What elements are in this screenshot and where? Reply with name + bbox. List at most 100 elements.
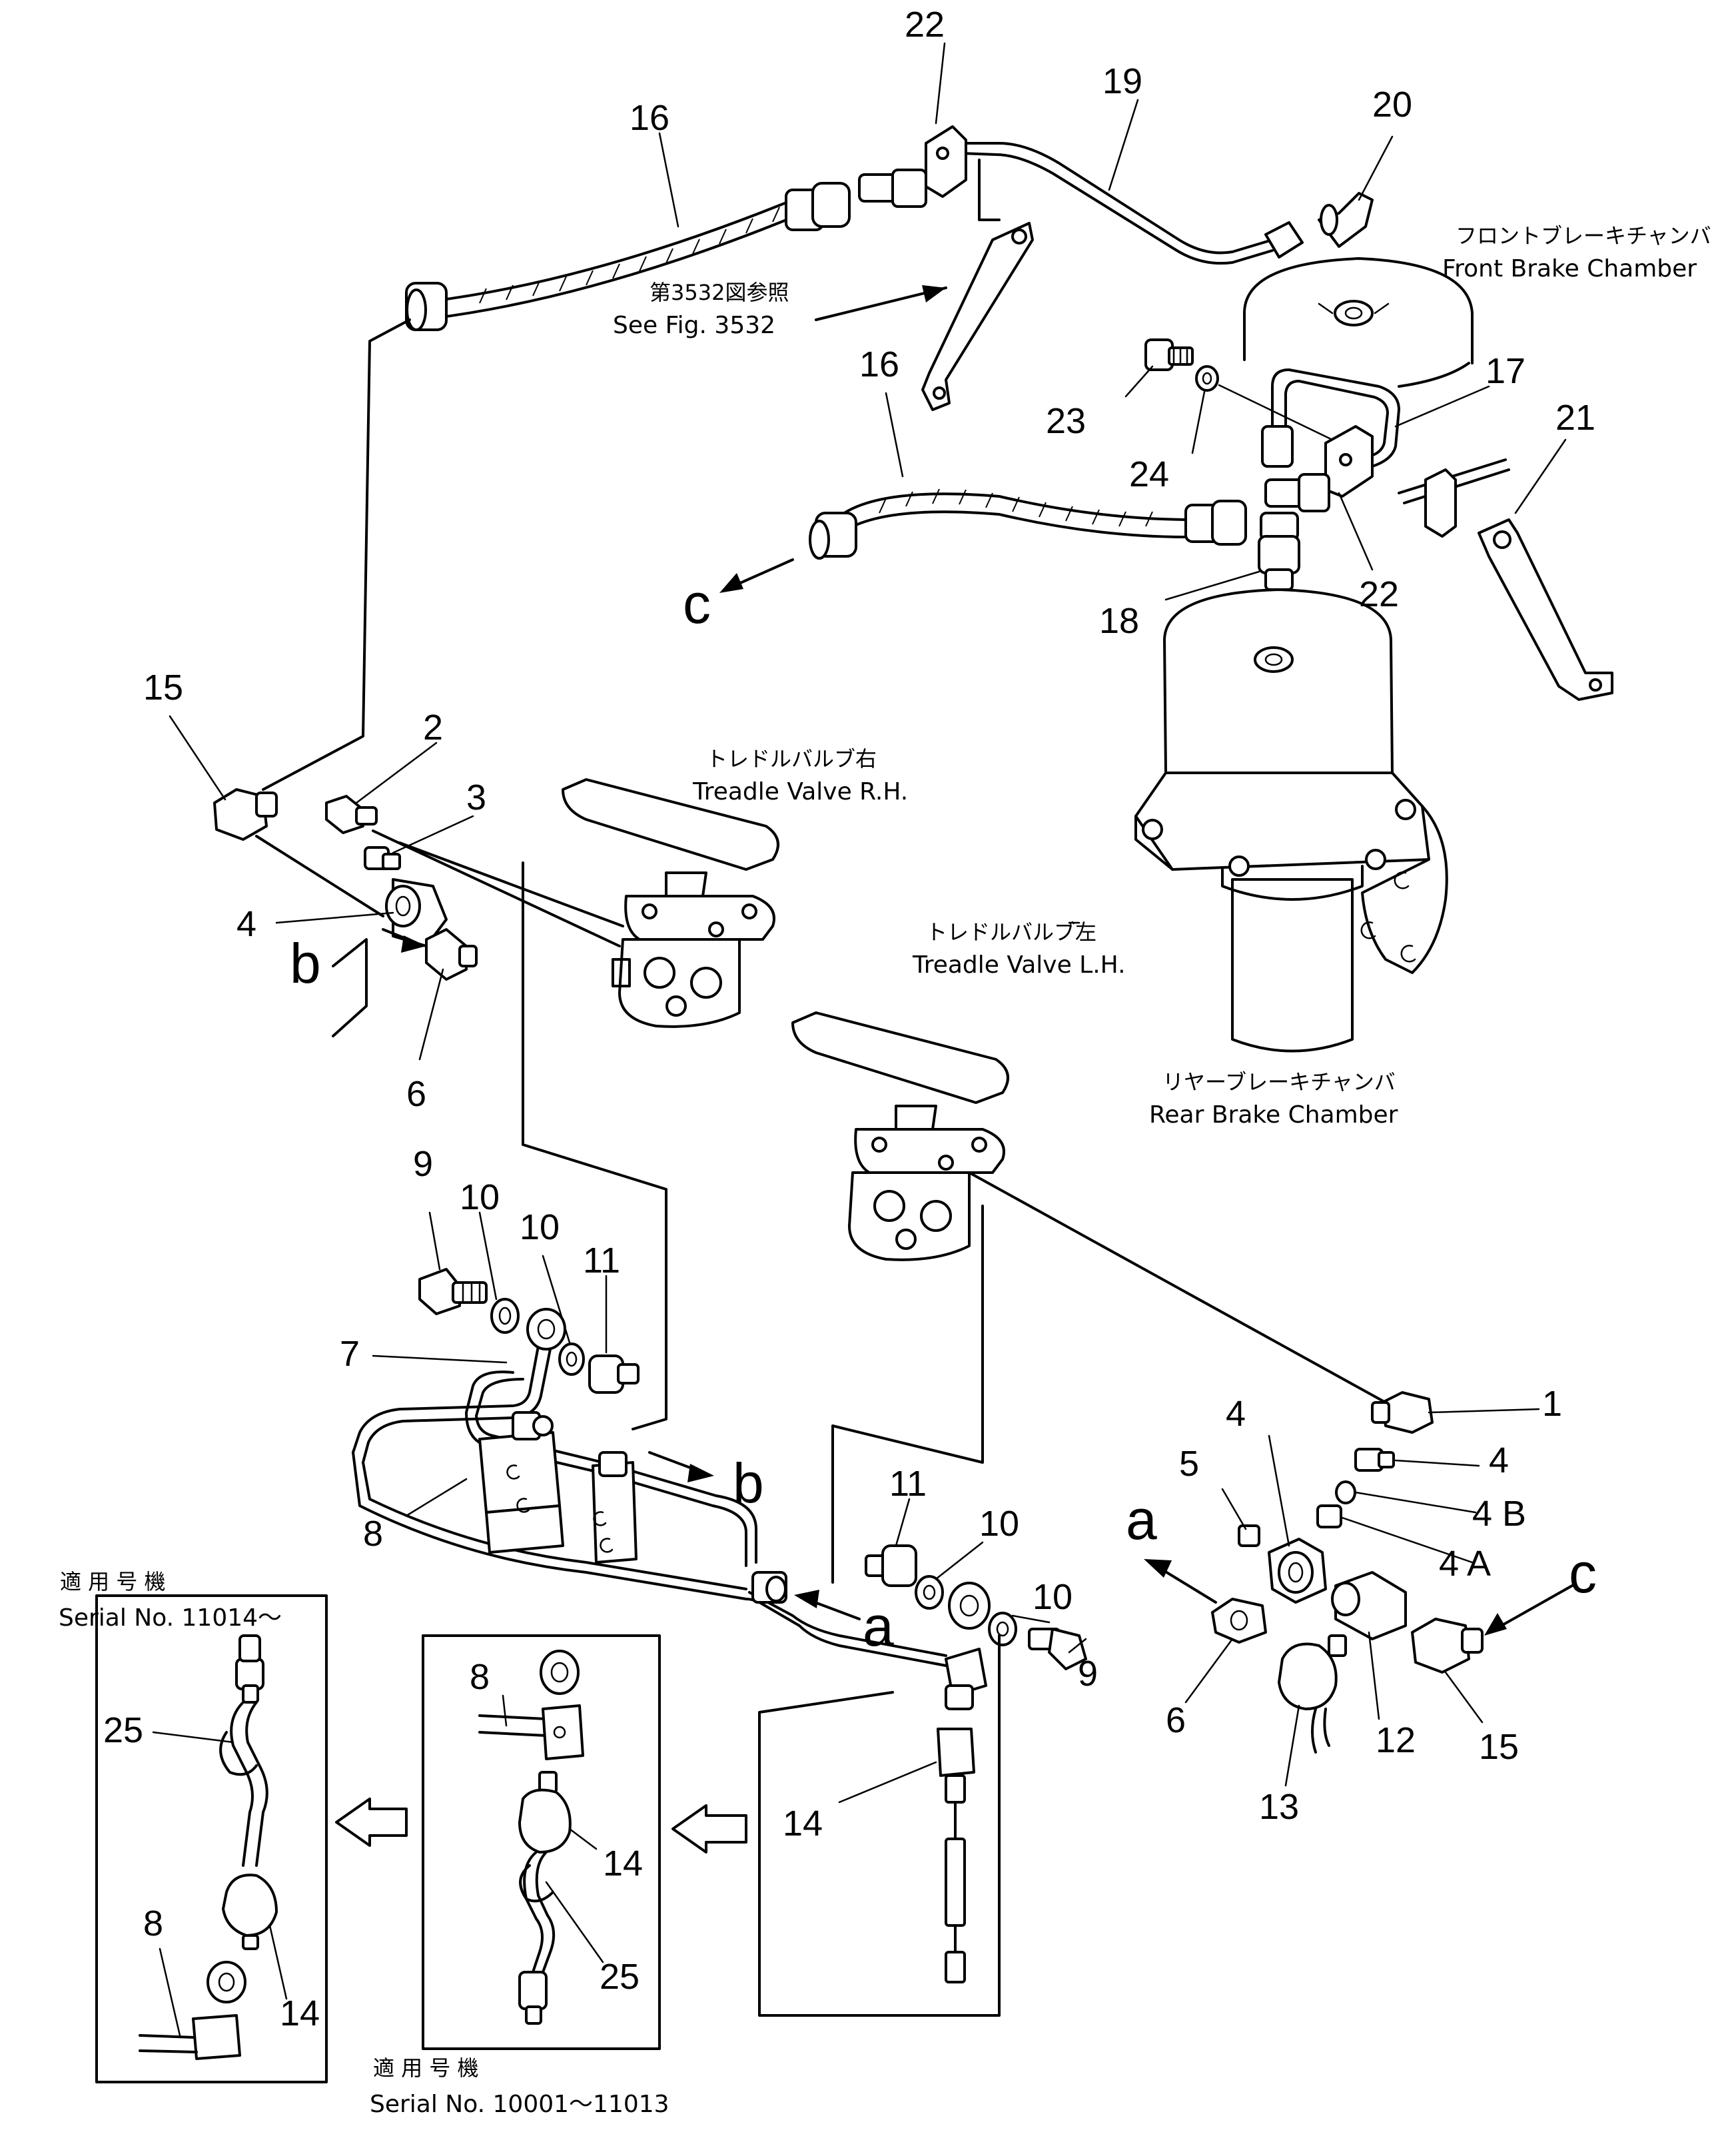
front-chamber-label-en: Front Brake Chamber <box>1442 255 1697 282</box>
inset-box-left <box>95 1594 328 2083</box>
leader-lines <box>152 42 1567 2037</box>
treadle-lh-label-en: Treadle Valve L.H. <box>912 951 1126 979</box>
callout-16-top: 16 <box>630 98 669 138</box>
treadle-lh-label-jp: トレドルバルブ左 <box>926 919 1096 945</box>
rear-brake-chamber <box>1134 588 1448 1053</box>
nut-4A <box>1316 1504 1342 1528</box>
callout-22-mid: 22 <box>1359 574 1399 614</box>
washer-10-a <box>490 1298 520 1334</box>
callout-4-right-a: 4 <box>1489 1440 1509 1480</box>
callout-8-left: 8 <box>143 1903 163 1943</box>
washer-10-c <box>915 1575 944 1610</box>
arrow-a-right-head <box>1144 1559 1172 1578</box>
text-labels: フロントブレーキチャンバ Front Brake Chamber 第3532図参… <box>59 223 1711 2118</box>
callout-4-right-b: 4 <box>1226 1394 1246 1434</box>
bolt-23 <box>1144 338 1194 371</box>
serial-left-label-jp: 適 用 号 機 <box>60 1569 166 1594</box>
line-24-to-22 <box>1218 384 1334 441</box>
bracket-b-upper <box>332 938 368 1037</box>
fitting-11-lower <box>865 1544 917 1587</box>
callout-17: 17 <box>1486 351 1525 391</box>
callout-4-left: 4 <box>236 904 256 944</box>
callout-numbers: 22 19 20 16 16 17 21 23 24 22 18 15 2 3 … <box>103 5 1595 2033</box>
callout-8-middle: 8 <box>470 1657 490 1697</box>
arrow-b-upper-head <box>401 935 426 953</box>
callout-23: 23 <box>1046 401 1086 441</box>
callout-6-right: 6 <box>1166 1700 1186 1740</box>
fitting-2-left <box>325 795 378 834</box>
callout-5: 5 <box>1179 1444 1199 1484</box>
arrow-c-lower <box>1494 1584 1573 1630</box>
treadle-valve-rh <box>562 778 779 1028</box>
callout-25-left: 25 <box>103 1710 143 1750</box>
rear-chamber-label-en: Rear Brake Chamber <box>1149 1101 1398 1129</box>
callout-14-left: 14 <box>280 1993 320 2033</box>
serial-middle-label-jp: 適 用 号 機 <box>373 2055 479 2081</box>
callout-19: 19 <box>1102 61 1142 101</box>
hose-16-lower <box>809 488 1247 560</box>
bolt-9-upper <box>418 1268 488 1315</box>
callout-10-d: 10 <box>1033 1577 1073 1617</box>
arrow-hollow-right <box>671 1804 747 1854</box>
callout-21: 21 <box>1555 398 1595 438</box>
line-15-to-16 <box>262 318 411 791</box>
callout-12: 12 <box>1376 1720 1416 1760</box>
support-bracket-3532 <box>921 222 1034 411</box>
block-12 <box>1331 1571 1407 1640</box>
fitting-6-right <box>1211 1598 1267 1644</box>
callout-9-bottom: 9 <box>1078 1654 1098 1694</box>
valve-4-right <box>1268 1538 1327 1604</box>
box-main-switch <box>758 1634 1001 2017</box>
connector-c-upper: c <box>683 572 711 635</box>
switch-14-main <box>937 1684 975 1983</box>
line-rh-valve <box>398 841 624 927</box>
callout-25-middle: 25 <box>600 1957 640 1997</box>
fitting-1 <box>1371 1391 1434 1434</box>
hose-16-upper <box>405 182 851 331</box>
fitting-15-right <box>1411 1618 1484 1674</box>
fitting-3-left <box>364 846 401 870</box>
see-fig-label-jp: 第3532図参照 <box>649 280 789 305</box>
arrow-c-upper-head <box>719 573 743 593</box>
treadle-rh-label-jp: トレドルバルブ右 <box>706 746 877 772</box>
callout-6-left: 6 <box>406 1074 426 1114</box>
serial-middle-label-en: Serial No. 10001～11013 <box>370 2091 669 2118</box>
callout-1: 1 <box>1542 1384 1562 1424</box>
callout-4B: 4 B <box>1472 1494 1526 1534</box>
washer-24 <box>1195 365 1219 392</box>
treadle-rh-label-en: Treadle Valve R.H. <box>692 778 908 806</box>
callout-11-bottom: 11 <box>889 1464 927 1504</box>
callout-24: 24 <box>1129 454 1169 494</box>
eye-fitting-7 <box>526 1308 566 1350</box>
valve-4-left <box>385 878 448 947</box>
connector-b-left: b <box>290 932 321 995</box>
callout-20: 20 <box>1372 85 1412 125</box>
callout-10-b: 10 <box>520 1207 560 1247</box>
arrow-a-lower-head <box>794 1590 819 1608</box>
fitting-6-left <box>425 928 478 981</box>
tube-17 <box>1261 368 1400 471</box>
callout-11-top: 11 <box>583 1241 620 1281</box>
eye-fitting-lower <box>945 1582 991 1697</box>
line-lh-valve <box>968 1171 1387 1404</box>
inset-left-assembly <box>139 1634 278 2060</box>
callout-4A: 4 A <box>1439 1544 1491 1584</box>
plug-5 <box>1238 1524 1260 1547</box>
fitting-18 <box>1258 512 1300 591</box>
front-brake-chamber <box>1243 257 1474 388</box>
front-chamber-label-jp: フロントブレーキチャンバ <box>1456 223 1711 249</box>
fitting-15-left <box>213 788 278 841</box>
washer-10-d <box>988 1612 1017 1646</box>
connector-b-right: b <box>733 1452 764 1514</box>
bracket-lh-box <box>831 1205 984 1584</box>
rear-chamber-label-jp: リヤーブレーキチャンバ <box>1162 1069 1396 1095</box>
line-15-to-4 <box>255 835 384 917</box>
connector-a-right: a <box>1126 1488 1157 1551</box>
treadle-valve-lh <box>791 1011 1009 1261</box>
washer-4B <box>1335 1480 1356 1504</box>
serial-left-label-en: Serial No. 11014～ <box>59 1604 282 1632</box>
inset-box-middle <box>422 1634 661 2050</box>
callout-18: 18 <box>1099 601 1139 641</box>
connector-a-lower: a <box>863 1595 894 1658</box>
callout-10-c: 10 <box>979 1504 1019 1544</box>
